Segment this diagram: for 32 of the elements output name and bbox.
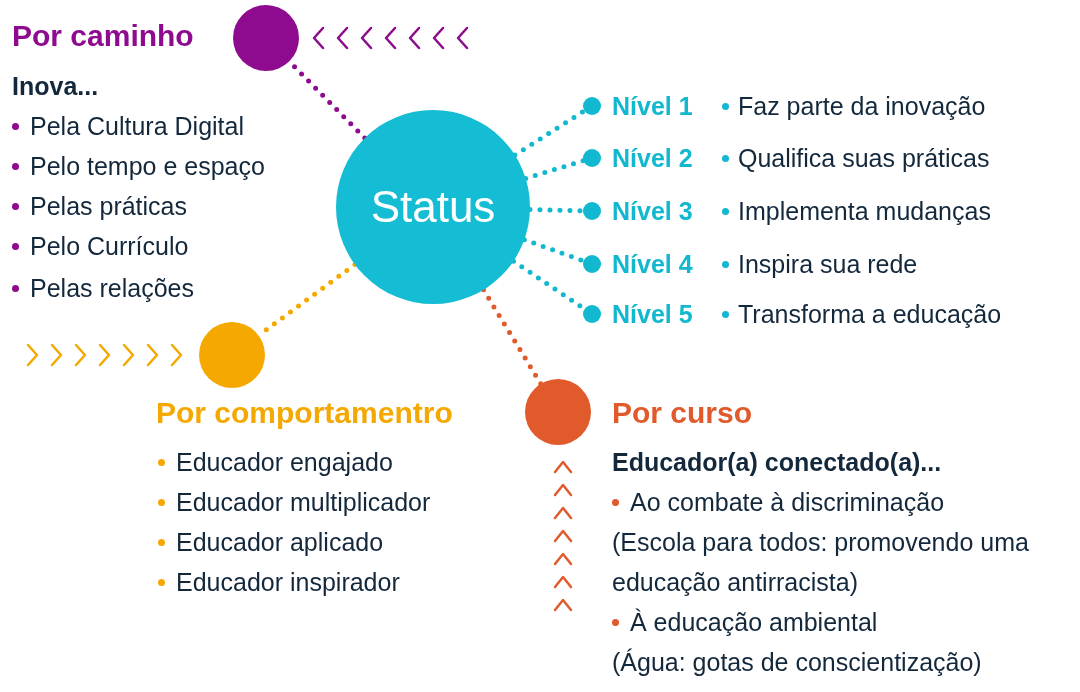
category-heading: Por caminho [12,18,194,54]
list-item: Educador engajado [176,447,393,478]
level-label: Nível 3 [612,196,693,227]
level-description: Qualifica suas práticas [738,143,990,174]
list-item: Pelas práticas [30,191,188,222]
list-item: Educador aplicado [176,527,384,558]
level-label: Nível 2 [612,143,693,174]
level-description: Transforma a educação [738,299,1002,330]
category-heading: Por curso [612,395,753,431]
list-item: Pelo Currículo [30,231,189,262]
dotted-connector [512,108,587,158]
list-item: (Escola para todos: promovendo uma educação antirracista) [612,527,1030,598]
list-heading: Educador(a) conectado(a)... [612,447,942,478]
level-description: Inspira sua rede [738,249,918,280]
dotted-connector [523,158,586,181]
dotted-connector [481,287,544,387]
category-heading: Por comportamentro [156,395,453,431]
level-description: Faz parte da inovação [738,91,986,122]
level-label: Nível 4 [612,249,693,280]
list-heading: Inova... [12,71,99,102]
list-item: Pelo tempo e espaço [30,151,265,182]
level-description: Implementa mudanças [738,196,991,227]
list-item: Educador multiplicador [176,487,431,518]
list-item: Pela Cultura Digital [30,111,244,142]
level-label: Nível 1 [612,91,693,122]
level-label: Nível 5 [612,299,693,330]
status-label: Status [370,185,496,229]
list-item: Pelas relações [30,273,194,304]
list-item: (Água: gotas de conscientização) [612,647,983,678]
list-item: Educador inspirador [176,567,400,598]
list-item: Ao combate à discriminação [630,487,945,518]
list-item: À educação ambiental [630,607,878,638]
